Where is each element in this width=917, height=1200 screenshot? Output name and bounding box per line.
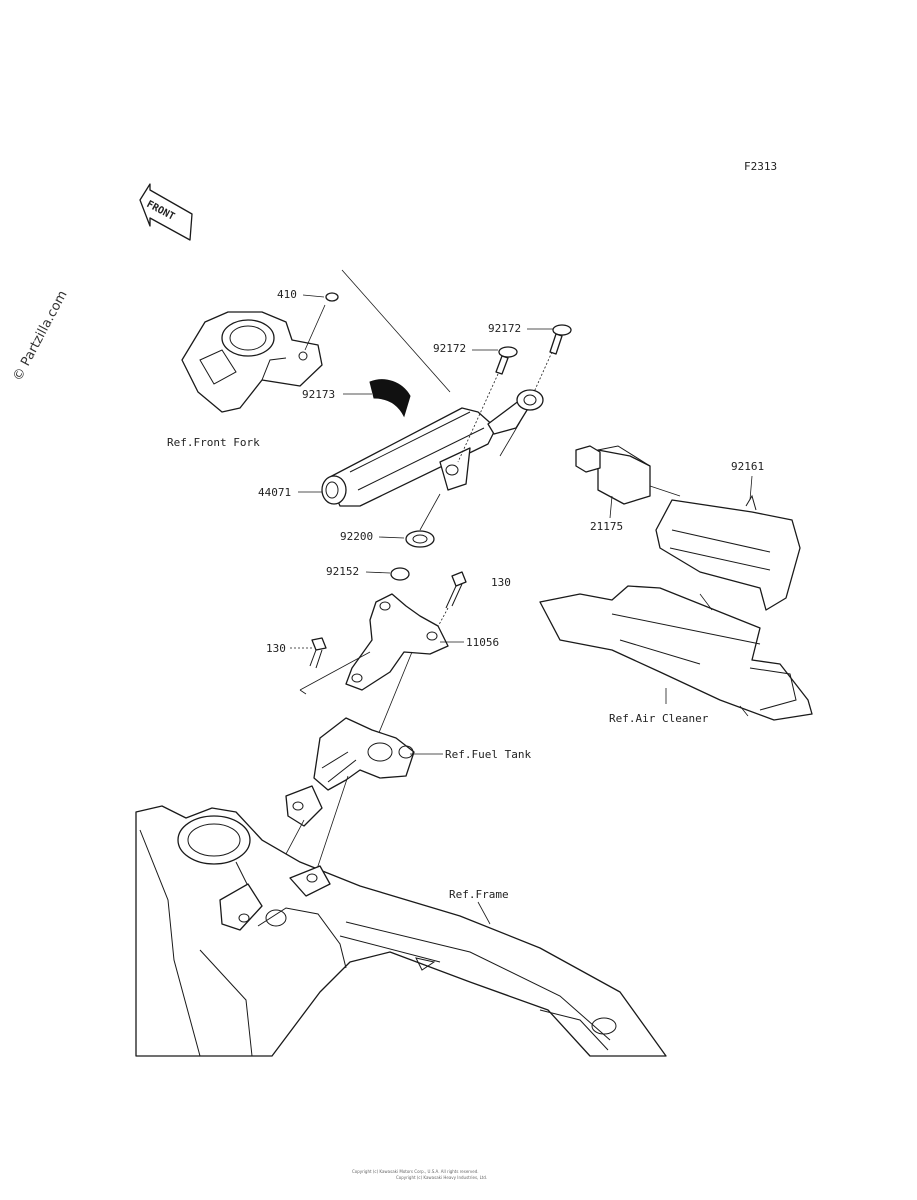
control-unit-21175 (575, 445, 651, 505)
air-cleaner-body (539, 585, 813, 721)
bolt-130-left (309, 637, 327, 669)
callout-21175: 21175 (590, 520, 623, 533)
washer-410 (325, 292, 339, 302)
callout-130-left: 130 (266, 642, 286, 655)
bracket-11056 (345, 593, 449, 691)
callout-11056: 11056 (466, 636, 499, 649)
callout-92161: 92161 (731, 460, 764, 473)
fuel-tank-mount (285, 717, 415, 827)
collar-92152 (390, 567, 410, 581)
steering-damper-44071 (321, 389, 544, 507)
copyright-line-2: Copyright (c) Kawasaki Heavy Industries,… (396, 1175, 487, 1180)
front-direction-arrow-icon: FRONT (139, 183, 193, 241)
callout-92200: 92200 (340, 530, 373, 543)
ref-fuel-tank: Ref.Fuel Tank (445, 748, 531, 761)
ref-frame: Ref.Frame (449, 888, 509, 901)
bolt-130-top (445, 571, 467, 609)
callout-410: 410 (277, 288, 297, 301)
callout-130-top: 130 (491, 576, 511, 589)
ref-front-fork: Ref.Front Fork (167, 436, 260, 449)
ref-air-cleaner: Ref.Air Cleaner (609, 712, 709, 725)
callout-92172-right: 92172 (488, 322, 521, 335)
figure-code: F2313 (744, 160, 777, 173)
rubber-cap-92173 (369, 379, 411, 418)
frame (135, 805, 667, 1057)
holder-92161 (655, 494, 801, 611)
callout-92173: 92173 (302, 388, 335, 401)
watermark: © Partzilla.com (10, 288, 70, 384)
callout-44071: 44071 (258, 486, 291, 499)
front-fork-clamp (181, 311, 323, 413)
callout-92172-left: 92172 (433, 342, 466, 355)
bolt-92172-right (549, 324, 572, 355)
callout-92152: 92152 (326, 565, 359, 578)
bushing-92200 (405, 530, 435, 548)
copyright-line-1: Copyright (c) Kawasaki Motors Corp., U.S… (352, 1169, 479, 1174)
bolt-92172-left (495, 346, 518, 375)
